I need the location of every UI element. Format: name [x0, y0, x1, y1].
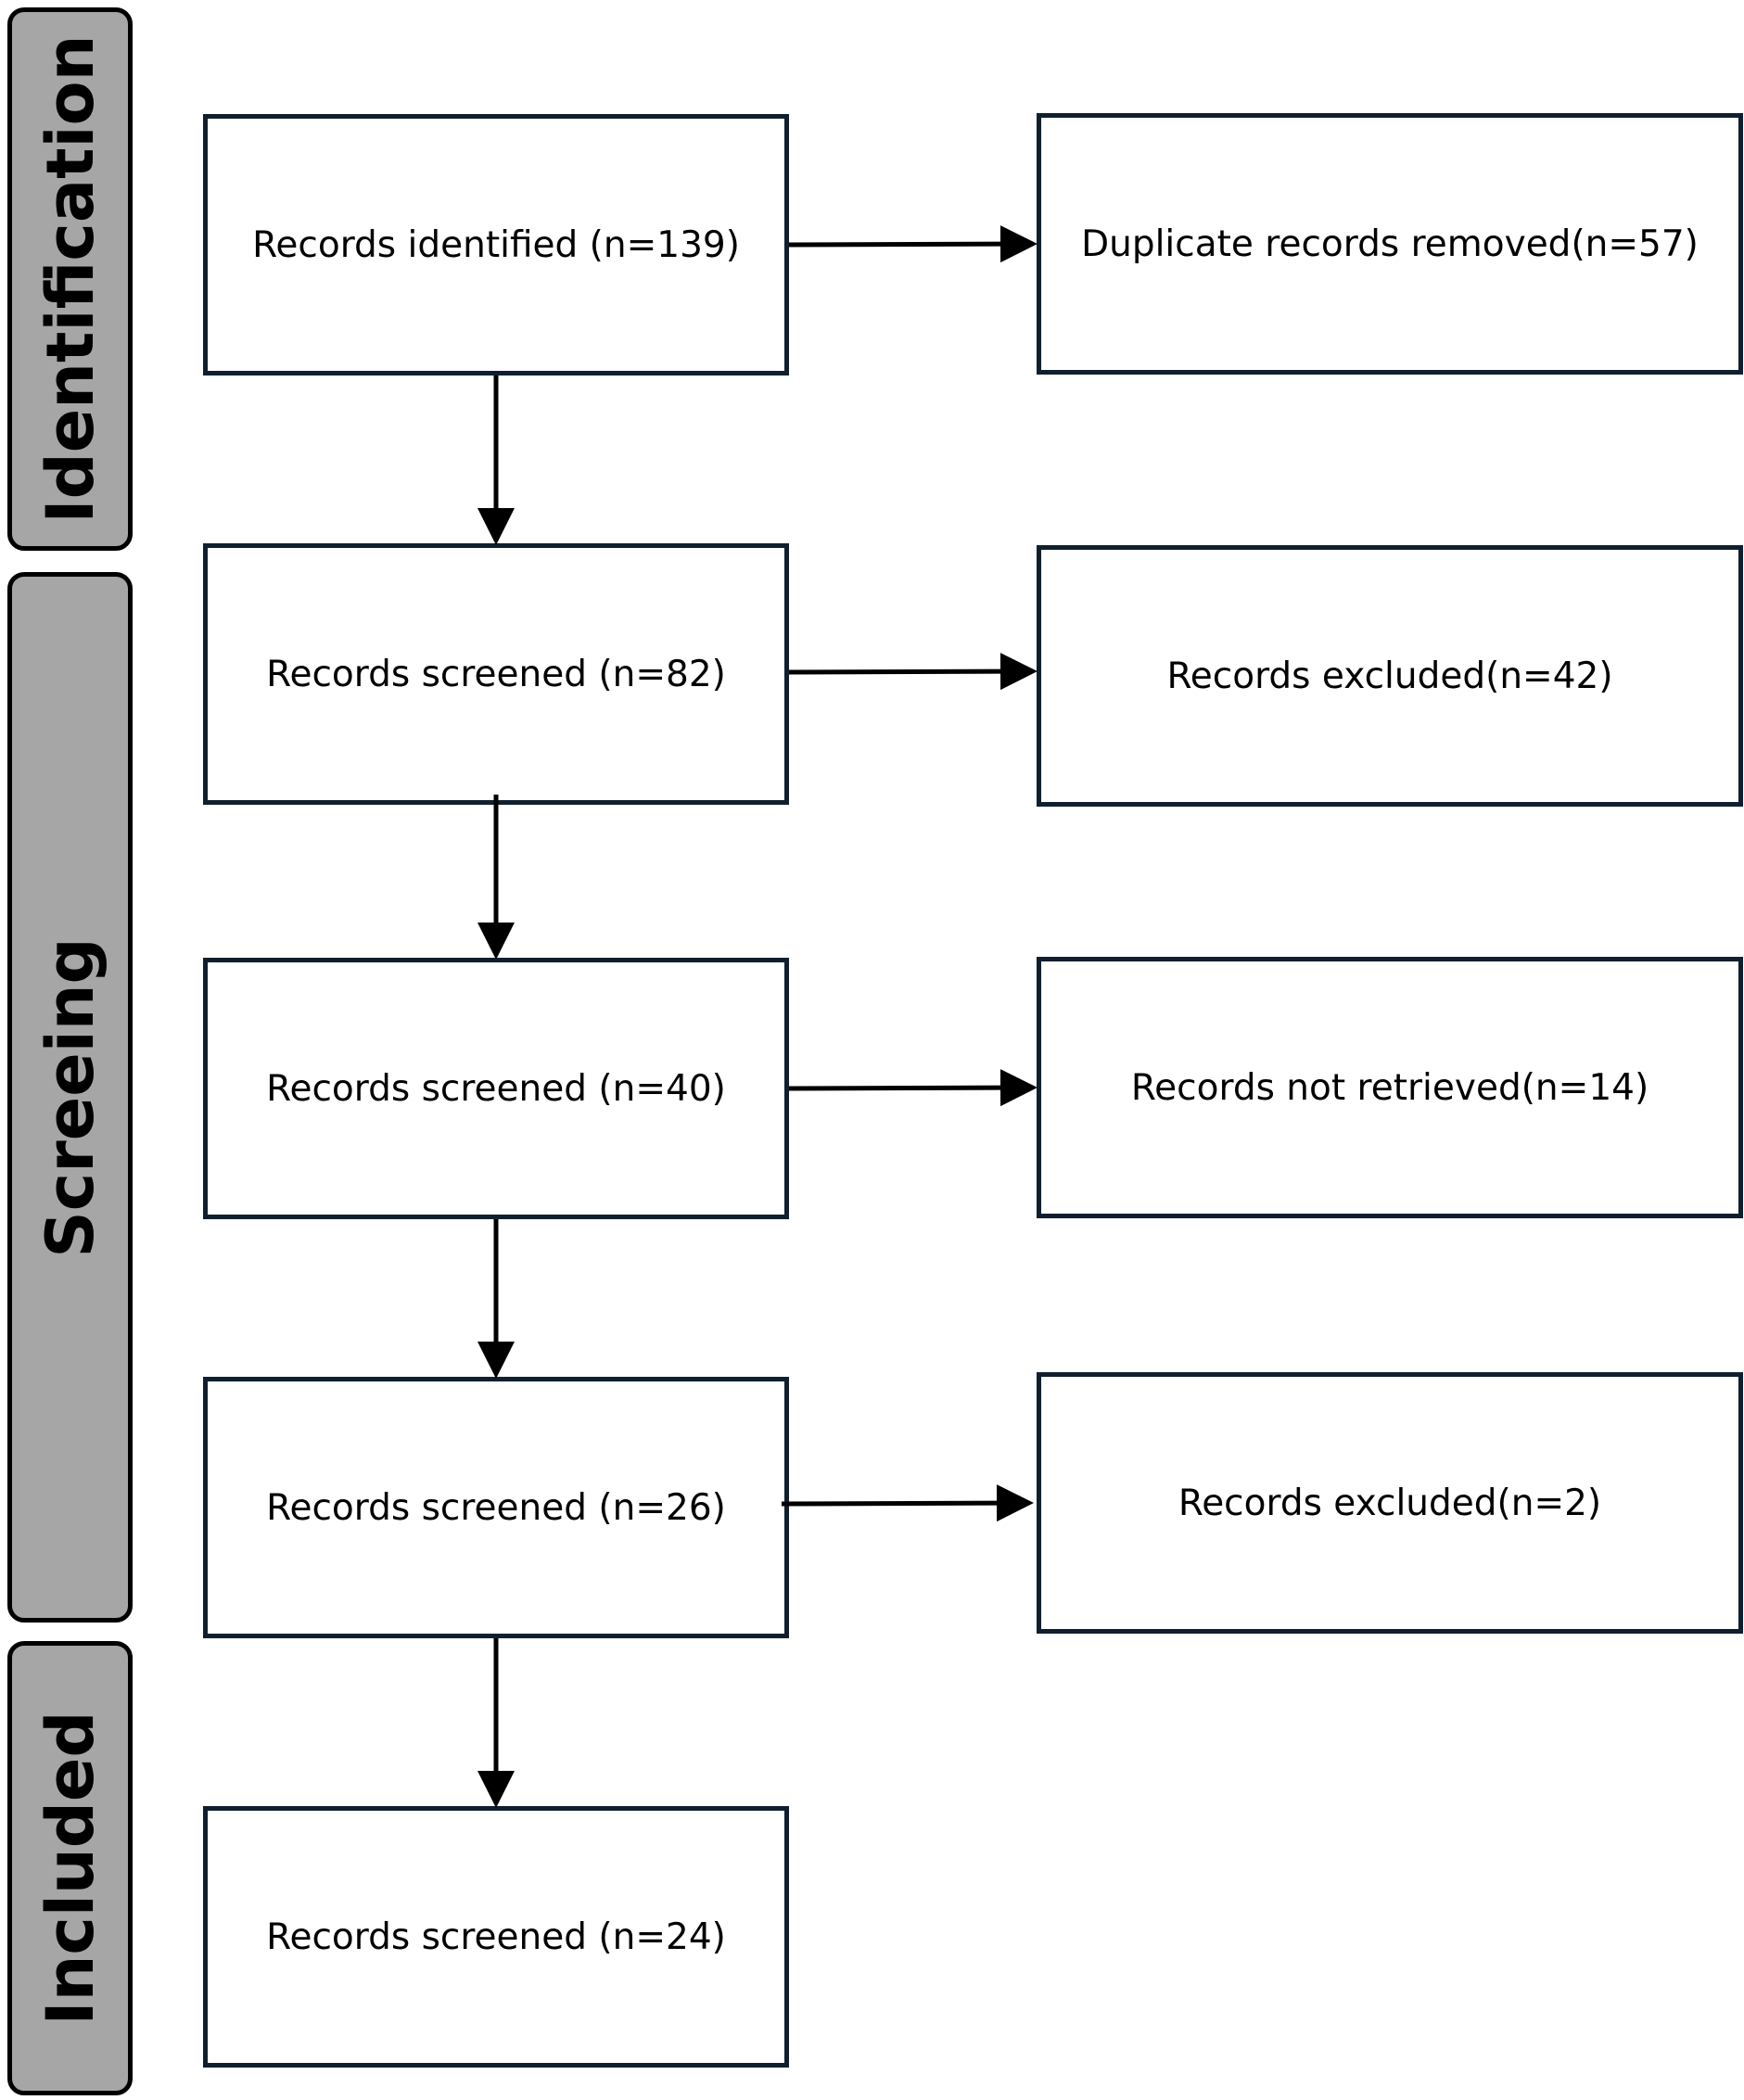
stage-screening: Screeing — [7, 572, 133, 1623]
box-duplicates-removed-text: Duplicate records removed(n=57) — [1081, 223, 1699, 265]
arrow-to-excluded-2 — [781, 1484, 1034, 1522]
box-records-excluded-2: Records excluded(n=2) — [1037, 1372, 1743, 1634]
box-records-screened-24-text: Records screened (n=24) — [266, 1915, 726, 1958]
box-records-screened-82-text: Records screened (n=82) — [266, 653, 726, 695]
arrow-to-excluded-42 — [788, 653, 1037, 691]
box-records-not-retrieved-text: Records not retrieved(n=14) — [1130, 1066, 1649, 1109]
box-duplicates-removed: Duplicate records removed(n=57) — [1037, 113, 1743, 375]
stage-identification-label: Identification — [32, 34, 108, 524]
box-records-screened-26: Records screened (n=26) — [203, 1377, 789, 1638]
box-records-screened-26-text: Records screened (n=26) — [266, 1486, 726, 1529]
box-records-excluded-42-text: Records excluded(n=42) — [1166, 655, 1613, 697]
box-records-screened-24: Records screened (n=24) — [203, 1806, 789, 2068]
stage-included-label: Included — [32, 1711, 108, 2026]
box-records-excluded-42: Records excluded(n=42) — [1037, 545, 1743, 807]
box-records-excluded-2-text: Records excluded(n=2) — [1178, 1482, 1602, 1524]
stage-included: Included — [7, 1641, 133, 2095]
stage-screening-label: Screeing — [32, 936, 108, 1258]
box-records-not-retrieved: Records not retrieved(n=14) — [1037, 957, 1743, 1218]
stage-identification: Identification — [7, 7, 133, 551]
box-records-identified-text: Records identified (n=139) — [252, 223, 740, 266]
box-records-screened-40: Records screened (n=40) — [203, 958, 789, 1219]
arrow-to-duplicates — [788, 225, 1037, 263]
box-records-screened-82: Records screened (n=82) — [203, 543, 789, 805]
box-records-identified: Records identified (n=139) — [203, 114, 789, 375]
box-records-screened-40-text: Records screened (n=40) — [266, 1067, 726, 1110]
